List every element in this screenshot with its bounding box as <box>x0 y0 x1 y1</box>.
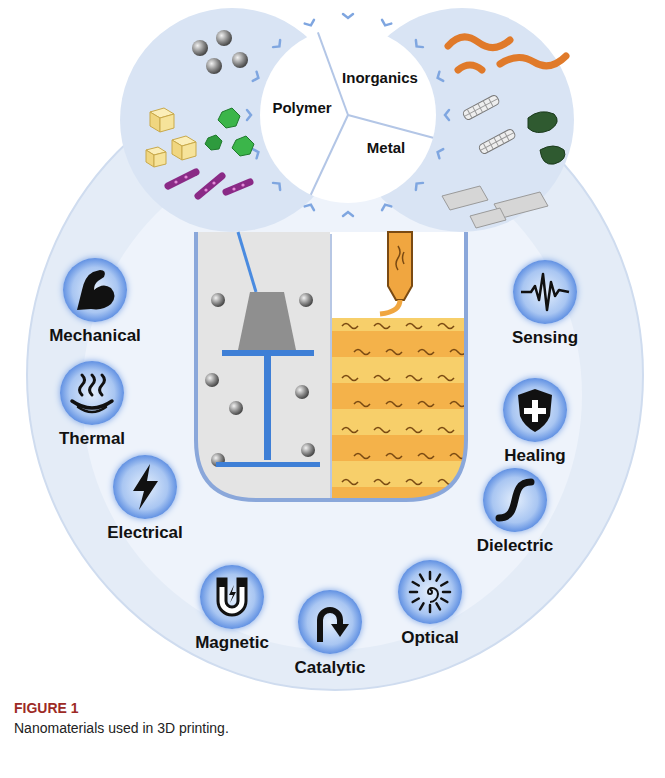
build-part <box>238 292 296 350</box>
property-circle: Magnetic <box>200 565 264 629</box>
figure-number: FIGURE 1 <box>14 700 79 716</box>
property-circle: Thermal <box>60 361 124 425</box>
figure-caption: Nanomaterials used in 3D printing. <box>14 720 229 736</box>
cube-particles <box>146 108 196 167</box>
property-icon <box>320 610 349 642</box>
material-circle: InorganicsPolymerMetal <box>260 27 436 203</box>
material-label: Polymer <box>272 99 331 116</box>
property-icon <box>518 389 552 432</box>
property-icon <box>218 579 246 615</box>
property-icon <box>77 270 115 310</box>
property-label: Optical <box>401 628 459 648</box>
vat-outline <box>196 232 466 500</box>
inner-ground <box>82 140 582 650</box>
property-label: Healing <box>504 446 565 466</box>
printing-vat <box>190 225 470 510</box>
property-circle: Sensing <box>513 260 577 324</box>
nanotube-particles <box>462 94 516 155</box>
material-label: Metal <box>367 139 405 156</box>
property-icon <box>72 375 112 412</box>
property-circle: Dielectric <box>483 468 547 532</box>
property-icon <box>133 464 158 510</box>
property-icon <box>410 572 450 612</box>
property-label: Catalytic <box>295 658 366 678</box>
property-icon <box>521 274 569 310</box>
rod-particles <box>168 172 250 196</box>
property-circle: Mechanical <box>63 258 127 322</box>
laser-beam <box>238 232 256 292</box>
vat-floor <box>216 462 320 467</box>
chevron-ring <box>247 14 449 216</box>
hexagon-particles <box>205 108 254 156</box>
tube-particles <box>448 37 566 70</box>
property-label: Magnetic <box>195 633 269 653</box>
sphere-particles <box>192 30 248 74</box>
property-circle: Optical <box>398 560 462 624</box>
property-circle: Electrical <box>113 455 177 519</box>
sheet-particles <box>442 186 548 228</box>
material-label: Inorganics <box>342 69 418 86</box>
property-label: Dielectric <box>477 536 554 556</box>
flake-particles <box>528 112 565 164</box>
property-circle: Catalytic <box>298 590 362 654</box>
platform-post <box>264 356 271 460</box>
print-nozzle <box>388 232 412 300</box>
property-label: Electrical <box>107 523 183 543</box>
property-label: Thermal <box>59 429 125 449</box>
property-circle: Healing <box>503 378 567 442</box>
sla-spheres <box>205 293 315 467</box>
build-platform <box>222 350 314 356</box>
property-icon <box>499 482 531 518</box>
property-label: Mechanical <box>49 326 141 346</box>
property-label: Sensing <box>512 328 578 348</box>
